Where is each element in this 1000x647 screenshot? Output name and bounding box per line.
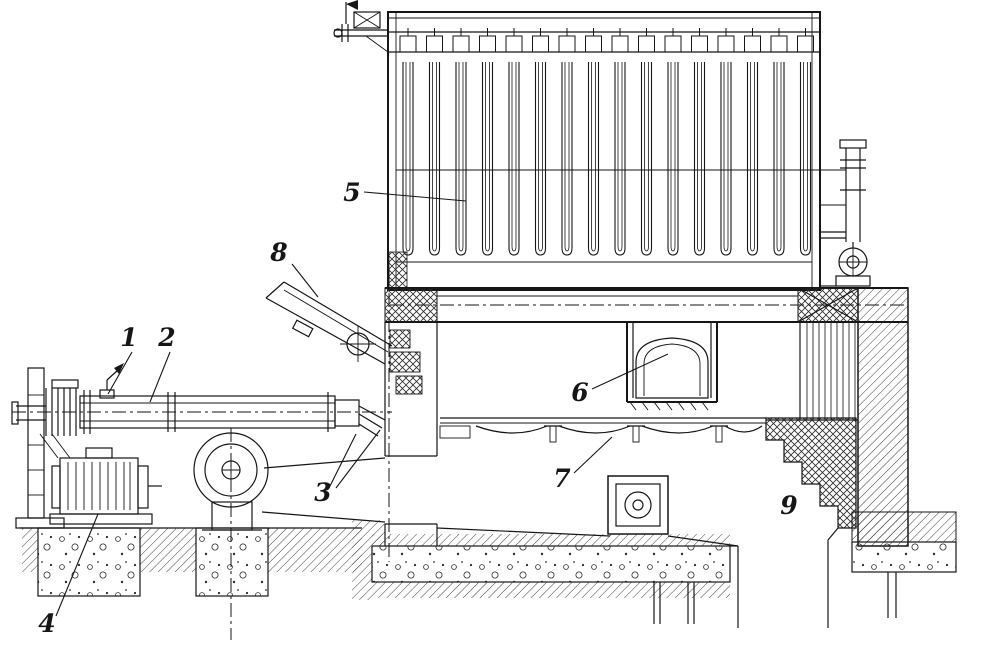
boiler-tube-bank [387,11,846,291]
ash-duct [607,475,669,535]
callout-labels: 1 2 3 4 5 6 7 8 9 [38,178,797,638]
callout-3: 3 [314,478,331,507]
grate [436,417,766,547]
steam-fitting-left [333,0,389,53]
callout-2: 2 [157,323,175,352]
arch-door [626,322,718,411]
callout-4: 4 [38,609,55,638]
foundations [20,511,957,624]
callout-9: 9 [780,491,797,520]
fuel-hopper [265,281,393,365]
lower-drum-band [384,287,908,323]
motor [49,447,162,525]
screw-feeder [11,367,386,529]
steam-fitting-right [820,139,871,287]
furnace-walls [384,287,909,547]
rear-steps-wall [730,417,857,628]
leader-lines [55,191,669,617]
callout-5: 5 [343,178,360,207]
callout-6: 6 [571,378,588,407]
callout-1: 1 [120,323,137,352]
feed-valve [99,363,124,399]
centerlines [12,268,392,640]
callout-8: 8 [269,238,287,267]
callout-7: 7 [553,464,571,493]
